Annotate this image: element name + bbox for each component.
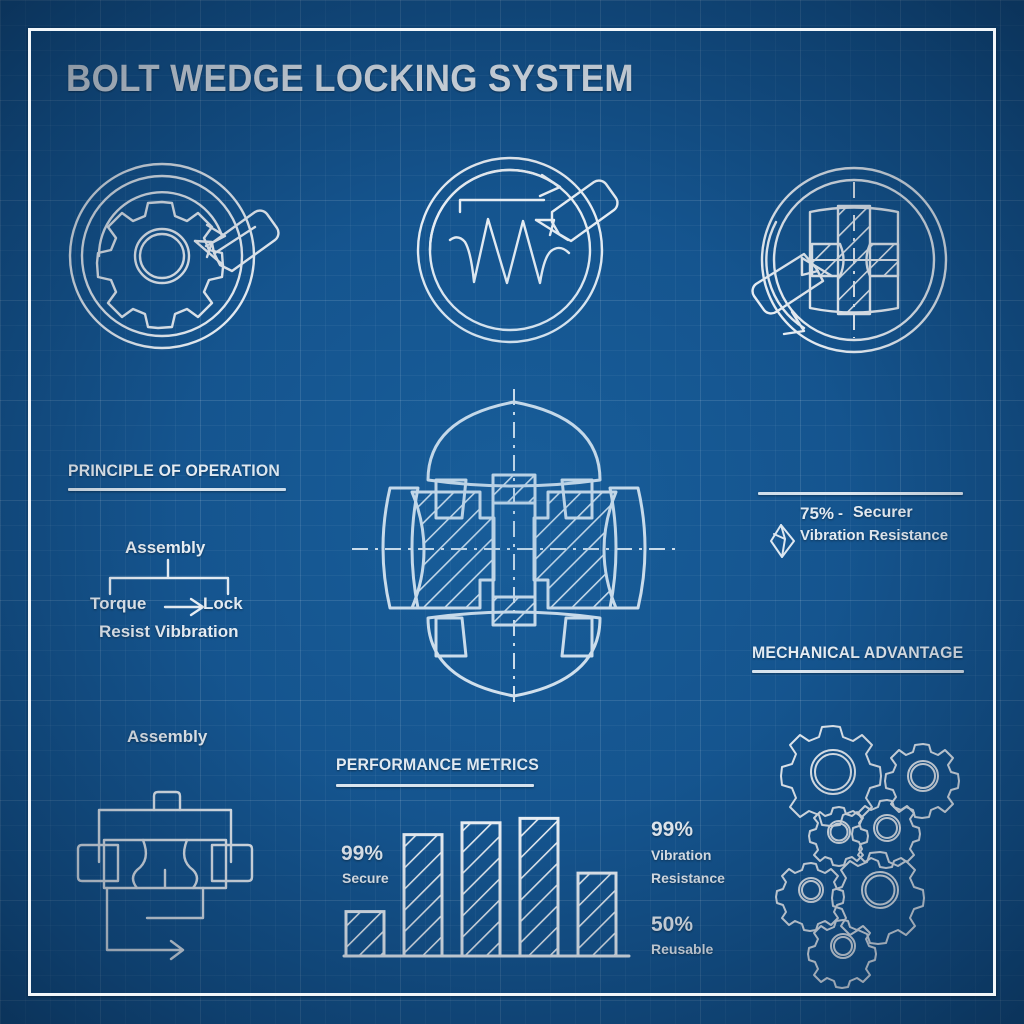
poster-frame <box>28 28 996 996</box>
